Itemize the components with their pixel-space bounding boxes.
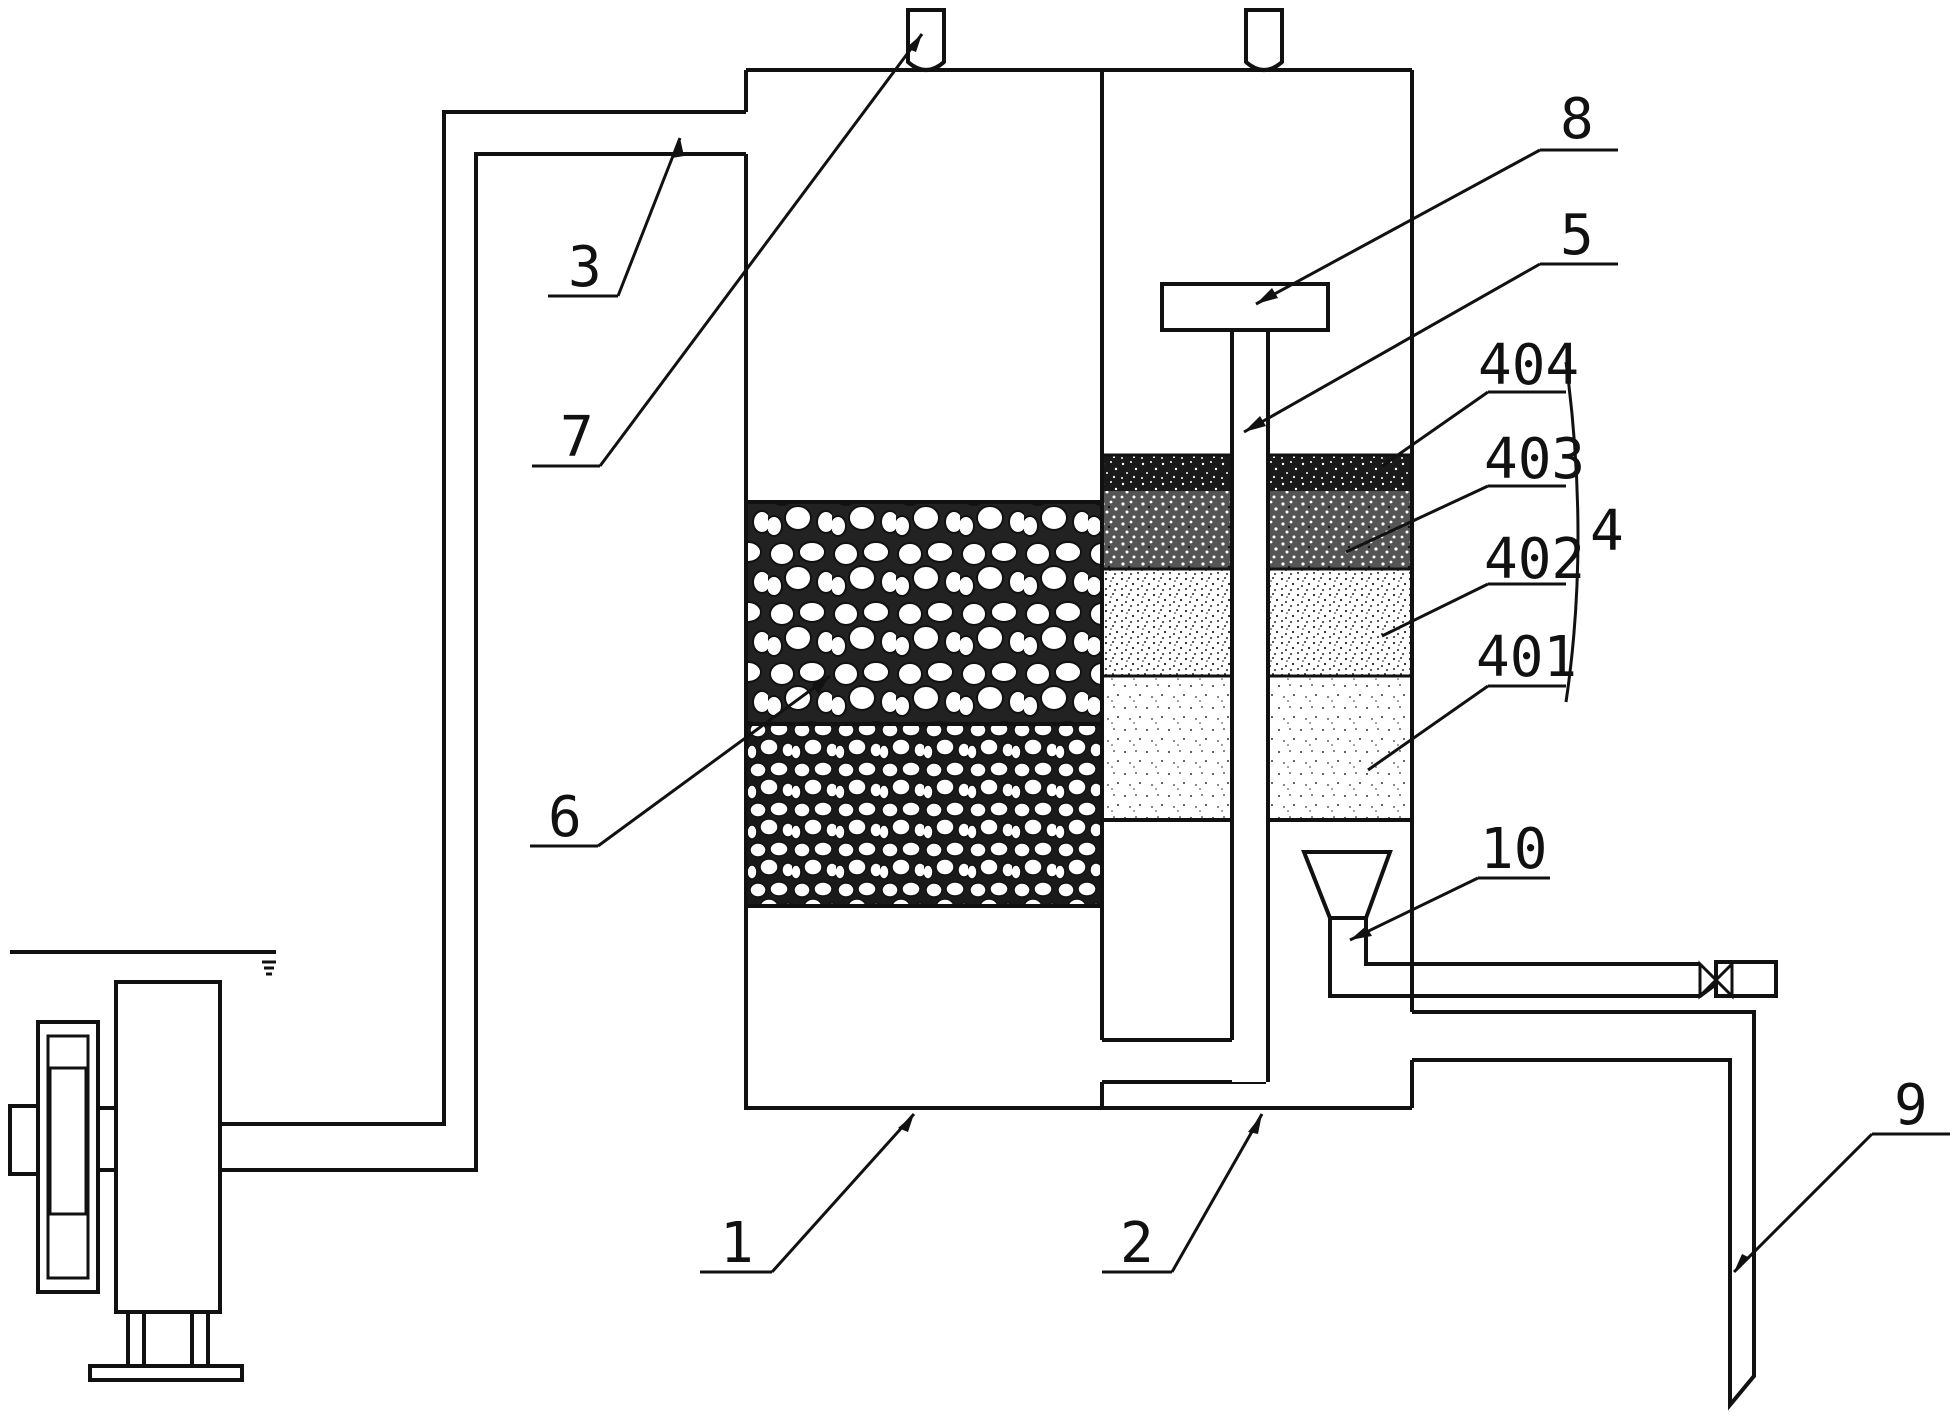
label-7: 7 [560, 405, 594, 470]
leader-lines [530, 33, 1950, 1274]
label-402: 402 [1484, 527, 1585, 592]
vent-cap-right [1244, 8, 1284, 72]
blower-housing [114, 980, 222, 1314]
labels: 3 7 8 5 404 403 402 401 4 6 10 9 1 2 [548, 87, 1928, 1276]
label-1: 1 [720, 1211, 754, 1276]
blower-base [88, 1364, 244, 1382]
left-chamber [740, 8, 1102, 1110]
label-6: 6 [548, 785, 582, 850]
label-401: 401 [1476, 625, 1577, 690]
motor-shaft [8, 1104, 40, 1176]
coarse-stone-layer [746, 502, 1102, 724]
riser-pipe [1230, 330, 1270, 1082]
label-2: 2 [1120, 1211, 1154, 1276]
motor-core [48, 1066, 88, 1216]
label-404: 404 [1478, 333, 1579, 398]
label-5: 5 [1560, 203, 1594, 268]
fine-stone-layer [746, 724, 1102, 906]
label-3: 3 [568, 235, 602, 300]
spray-distributor [1160, 282, 1330, 332]
inlet-pipe [220, 110, 746, 1172]
vent-cap-left [906, 8, 946, 72]
outlet-pipe [1412, 1010, 1756, 1411]
label-403: 403 [1484, 427, 1585, 492]
label-9: 9 [1894, 1073, 1928, 1138]
label-8: 8 [1560, 87, 1594, 152]
label-4: 4 [1590, 499, 1624, 564]
left-chamber-wall [744, 70, 1102, 1110]
label-10: 10 [1480, 817, 1547, 882]
blower-unit [8, 950, 276, 1382]
right-chamber [1100, 8, 1414, 1110]
